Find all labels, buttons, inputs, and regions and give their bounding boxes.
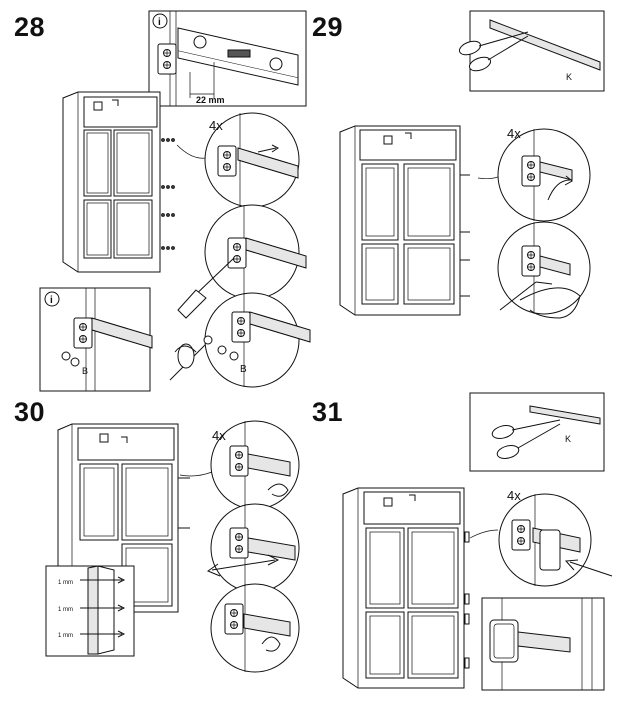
detail-30-top <box>210 420 300 510</box>
info-icon-glyph: i <box>158 17 161 28</box>
detail-30-bottom <box>210 583 300 673</box>
cabinet-28 <box>62 91 161 273</box>
step-31-panel: K <box>342 392 613 691</box>
detail-screwdriver <box>177 204 307 319</box>
spirit-level <box>177 27 299 86</box>
screw-dots <box>161 138 175 250</box>
info-icon-glyph-2: i <box>50 295 53 306</box>
step-number-29: 29 <box>312 12 344 42</box>
step-28-panel: i 22 mm <box>39 10 311 392</box>
part-label-b-info: B <box>82 366 88 376</box>
cabinet-31 <box>342 487 465 689</box>
scissors-icon-31 <box>491 405 601 459</box>
part-label-k-31: K <box>565 434 571 444</box>
part-label-b-28: B <box>240 364 247 375</box>
gap-label-1: 1 mm <box>58 580 73 586</box>
info-icon <box>152 13 168 29</box>
info-icon-2 <box>44 291 60 307</box>
multiplier-28: 4x <box>209 118 223 133</box>
scissors-box-31 <box>469 392 605 472</box>
part-label-k-29: K <box>566 72 572 82</box>
cabinet-29 <box>339 125 461 316</box>
detail-hinge-rail <box>204 112 300 208</box>
gap-label-2: 1 mm <box>58 607 73 613</box>
cover-installed <box>489 619 571 663</box>
multiplier-29: 4x <box>507 126 521 141</box>
detail-30-mid <box>206 503 300 593</box>
multiplier-30: 4x <box>212 428 226 443</box>
cabinet-30 <box>57 423 179 613</box>
step-number-28: 28 <box>14 12 46 42</box>
detail-31-cover <box>498 493 613 587</box>
gap-panels <box>80 565 126 655</box>
info-box-level <box>148 10 307 107</box>
step-number-31: 31 <box>312 397 344 427</box>
step-30-panel: 1 mm 1 mm 1 mm 4x <box>45 420 300 673</box>
hinge-covers <box>464 531 470 669</box>
step-number-30: 30 <box>14 397 46 427</box>
detail-29-bottom <box>497 221 591 319</box>
cover-inset-box <box>481 597 605 691</box>
measure-22mm: 22 mm <box>196 95 225 105</box>
step-29-panel: K 4x <box>339 10 605 319</box>
detail-screws-b <box>169 292 311 388</box>
detail-29-top <box>497 128 591 222</box>
scissors-icon <box>458 19 601 72</box>
gap-label-3: 1 mm <box>58 633 73 639</box>
multiplier-31: 4x <box>507 488 521 503</box>
